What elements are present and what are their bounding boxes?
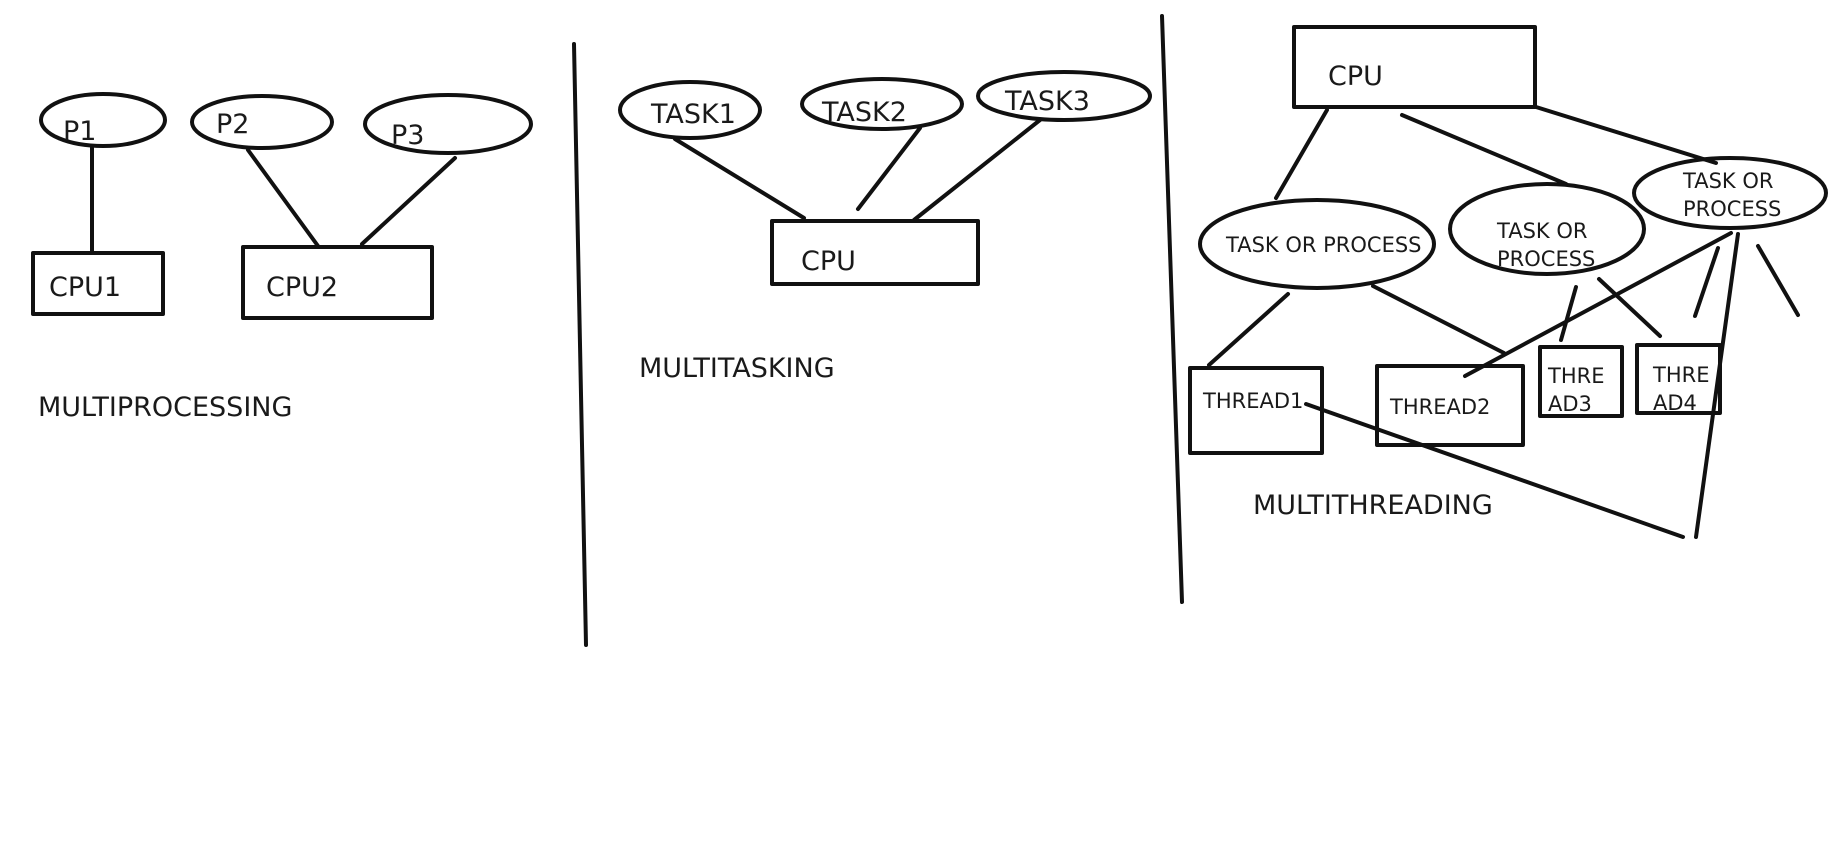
multitasking-caption: MULTITASKING bbox=[639, 353, 835, 384]
multithreading-caption: MULTITHREADING bbox=[1253, 490, 1493, 521]
cpu2-label: CPU2 bbox=[266, 272, 338, 303]
multitasking-section: TASK1 TASK2 TASK3 CPU MULTITASKING bbox=[618, 70, 1152, 384]
edge-cpu-process1 bbox=[1274, 108, 1329, 200]
task3-label: TASK3 bbox=[1004, 86, 1090, 117]
process-p1-label: P1 bbox=[63, 116, 96, 147]
cpu2-box bbox=[241, 245, 434, 320]
edge-p3-cpu2 bbox=[360, 156, 457, 246]
task2-node bbox=[800, 77, 964, 131]
edge-process3-thread2 bbox=[1463, 231, 1733, 378]
edge-task2-cpu bbox=[856, 126, 922, 211]
process-p2-node bbox=[190, 94, 334, 150]
process2-label-line2: PROCESS bbox=[1497, 247, 1595, 271]
task3-node bbox=[976, 70, 1152, 122]
mt-cpu-box bbox=[1292, 25, 1537, 109]
edge-process3-thread1-diagonal bbox=[1304, 402, 1685, 539]
divider-left bbox=[572, 42, 588, 647]
process3-label-line2: PROCESS bbox=[1683, 197, 1781, 221]
thread4-label-line1: THRE bbox=[1652, 363, 1709, 387]
thread2-label: THREAD2 bbox=[1389, 395, 1490, 419]
process-p3-label: P3 bbox=[391, 120, 424, 151]
process-p1-node bbox=[39, 92, 167, 148]
edge-cpu-process3 bbox=[1534, 105, 1718, 165]
process-p3-node bbox=[363, 93, 533, 155]
edge-p2-cpu2 bbox=[246, 148, 320, 248]
edge-task1-cpu bbox=[673, 137, 806, 220]
thread1-label: THREAD1 bbox=[1202, 389, 1303, 413]
process3-node bbox=[1632, 156, 1828, 230]
edge-process2-thread3 bbox=[1559, 285, 1578, 342]
thread2-box bbox=[1375, 364, 1525, 447]
task2-label: TASK2 bbox=[821, 97, 907, 128]
process1-label: TASK OR PROCESS bbox=[1225, 233, 1422, 257]
process1-node bbox=[1198, 198, 1436, 290]
process-p2-label: P2 bbox=[216, 109, 249, 140]
cpu-box bbox=[770, 219, 980, 286]
thread4-label-line2: AD4 bbox=[1653, 391, 1697, 415]
edge-process2-thread4 bbox=[1597, 277, 1662, 338]
task1-node bbox=[618, 80, 762, 140]
process3-label-line1: TASK OR bbox=[1682, 169, 1773, 193]
divider-right bbox=[1160, 14, 1184, 604]
edge-process3-thread4 bbox=[1693, 246, 1720, 318]
cpu1-label: CPU1 bbox=[49, 272, 121, 303]
multiprocessing-caption: MULTIPROCESSING bbox=[38, 392, 292, 423]
multithreading-section: CPU TASK OR PROCESS TASK OR PROCESS TASK… bbox=[1188, 25, 1828, 539]
thread3-box bbox=[1538, 345, 1624, 418]
edge-process1-thread2 bbox=[1371, 284, 1506, 355]
process2-node bbox=[1448, 182, 1646, 276]
process2-label-line1: TASK OR bbox=[1496, 219, 1587, 243]
multiprocessing-section: P1 P2 P3 CPU1 CPU2 MULTIPROCESSING bbox=[31, 92, 533, 423]
edge-process1-thread1 bbox=[1207, 292, 1290, 367]
thread3-label-line1: THRE bbox=[1547, 364, 1604, 388]
edge-process3-thread1-vertical bbox=[1694, 232, 1740, 539]
thread3-label-line2: AD3 bbox=[1548, 392, 1592, 416]
edge-process3-extra bbox=[1756, 244, 1800, 317]
task1-label: TASK1 bbox=[650, 99, 736, 130]
edge-cpu-process2 bbox=[1400, 113, 1568, 186]
cpu1-box bbox=[31, 251, 165, 316]
cpu-label: CPU bbox=[801, 246, 856, 277]
mt-cpu-label: CPU bbox=[1328, 61, 1383, 92]
edge-task3-cpu bbox=[912, 118, 1042, 222]
thread4-box bbox=[1635, 343, 1722, 415]
thread1-box bbox=[1188, 366, 1324, 455]
